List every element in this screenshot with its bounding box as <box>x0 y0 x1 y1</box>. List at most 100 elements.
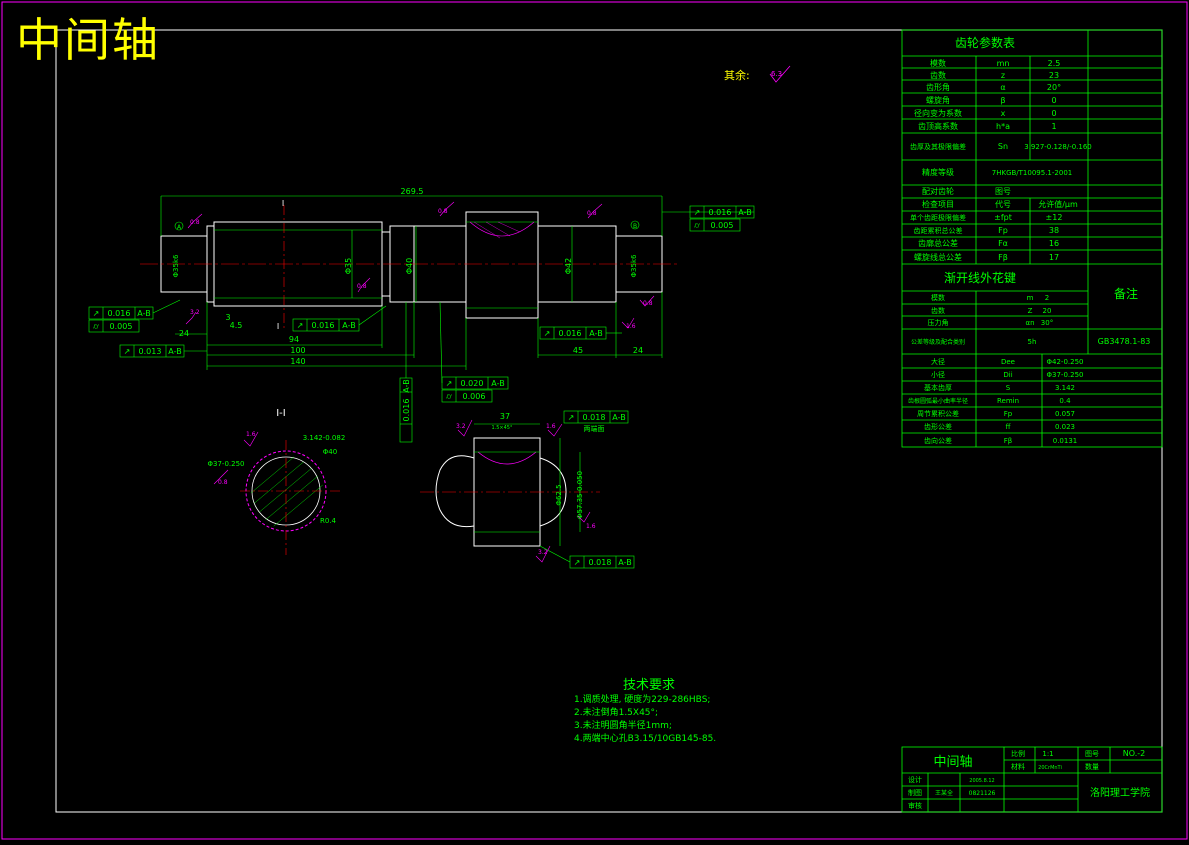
technical-requirements: 技术要求 1.调质处理, 硬度为229-286HBS; 2.未注倒角1.5X45… <box>574 679 724 746</box>
gear-row-symbol: 代号 <box>995 199 1011 209</box>
spline-row-name: 齿数 <box>931 306 945 315</box>
design-date: 2005.8.12 <box>969 778 994 784</box>
section-title: I-I <box>276 408 286 419</box>
roughness-value: 1.6 <box>626 323 636 330</box>
gear-row-value: 17 <box>1049 253 1059 262</box>
rest-roughness-note: 其余: 6.3 <box>724 65 791 83</box>
dim-4-5: 4.5 <box>230 321 243 330</box>
spline-table <box>902 264 1162 447</box>
tol-symbol: ⌭ <box>446 392 452 401</box>
gear-row-value: 16 <box>1049 239 1059 248</box>
gear-row-value: 0 <box>1051 109 1056 118</box>
gear-row-name: 齿厚及其极限偏差 <box>910 142 966 151</box>
tol-datum: A-B <box>342 321 355 330</box>
roughness-icon <box>547 423 563 437</box>
roughness-value: 0.8 <box>218 479 228 486</box>
tol-value: 0.018 <box>589 558 612 567</box>
roughness-icon <box>439 201 455 217</box>
tech-item: 4.两端中心孔B3.15/10GB145-85. <box>574 734 717 744</box>
tol-datum: A-B <box>589 329 602 338</box>
tol-value: 0.006 <box>463 392 486 401</box>
tech-item: 3.未注明圆角半径1mm; <box>574 721 672 731</box>
roughness-value: 3.2 <box>456 423 466 430</box>
tol-symbol: ↗ <box>124 347 131 356</box>
dim-24-left: 24 <box>179 329 189 338</box>
tol-datum: A-B <box>738 208 751 217</box>
tol-value: 0.016 <box>709 208 732 217</box>
datum-a-circle <box>174 221 184 231</box>
spline-row-name: 周节累积公差 <box>917 409 959 418</box>
dim-phi40-section: Φ40 <box>323 448 337 456</box>
gear-row-name: 检查项目 <box>922 199 954 209</box>
tol-datum: A-B <box>137 309 150 318</box>
roughness-symbols: 0.8 0.8 0.8 0.8 0.8 3.2 1.6 <box>185 201 655 330</box>
roughness-icon <box>535 545 551 563</box>
gear-row-symbol: z <box>1001 71 1005 80</box>
roughness-value: 0.8 <box>357 283 367 290</box>
dim-37: 37 <box>500 412 510 421</box>
tech-item: 1.调质处理, 硬度为229-286HBS; <box>574 695 711 705</box>
gear-row-value: 7HKGB/T10095.1-2001 <box>992 169 1072 177</box>
roughness-value: 0.8 <box>438 208 448 215</box>
spline-row-value: 0.057 <box>1055 410 1075 418</box>
tol-value: 0.005 <box>711 221 734 230</box>
tol-symbol: ↗ <box>568 413 575 422</box>
roughness-icon <box>187 213 203 229</box>
dim-45: 45 <box>573 346 583 355</box>
roughness-value: 0.8 <box>190 219 200 226</box>
section-marker: I <box>282 199 284 208</box>
gear-row-symbol: x <box>1001 109 1006 118</box>
gear-row-value: 23 <box>1049 71 1059 80</box>
dim-3: 3 <box>225 313 230 322</box>
gear-row-symbol: h*a <box>996 122 1010 131</box>
datum-markers: A B <box>174 220 640 231</box>
gear-detail-break-left <box>435 455 475 528</box>
design-label: 设计 <box>908 775 922 784</box>
spline-row-value: 20 <box>1043 307 1052 315</box>
dim-spline-s: 3.142-0.082 <box>303 434 346 442</box>
gear-row-value: 20° <box>1047 83 1061 92</box>
tol-symbol: ↗ <box>694 208 701 217</box>
gear-row-name: 螺旋角 <box>926 95 950 105</box>
tol-datum: A-B <box>402 379 411 392</box>
check-label: 审核 <box>908 801 922 810</box>
spline-row-name: 齿向公差 <box>924 436 952 445</box>
gear-row-name: 单个齿距极限偏差 <box>910 213 966 222</box>
gear-row-symbol: Fα <box>998 239 1008 248</box>
section-view-spline: I-I 3.142-0.082 Φ40 R0.4 Φ37-0.250 1.6 0… <box>208 408 346 555</box>
dim-140: 140 <box>290 357 305 366</box>
tol-symbol: ↗ <box>297 321 304 330</box>
spline-row-value: 2 <box>1045 294 1049 302</box>
gear-tooth-profile <box>477 451 537 465</box>
tol-symbol: ↗ <box>574 558 581 567</box>
gear-row-name: 齿数 <box>930 70 946 80</box>
dim-phi40: Φ40 <box>405 258 414 274</box>
dim-phi-end-right: Φ35k6 <box>630 254 638 277</box>
tol-datum: A-B <box>491 379 504 388</box>
tol-symbol: ↗ <box>93 309 100 318</box>
spline-table-remark: 备注 <box>1114 286 1138 301</box>
section-hatch <box>250 456 323 527</box>
dim-phi-end-left: Φ35k6 <box>172 254 180 277</box>
gear-row-symbol: 图号 <box>995 187 1011 196</box>
drawing-no-label: 图号 <box>1085 750 1099 758</box>
title-block <box>901 746 1163 813</box>
spline-row-name: 模数 <box>931 293 945 302</box>
spline-table-title: 渐开线外花键 <box>944 270 1016 285</box>
rest-note-value: 6.3 <box>771 70 782 78</box>
material-label: 材料 <box>1011 762 1025 771</box>
roughness-icon <box>577 511 591 523</box>
gear-row-symbol: β <box>1000 96 1005 105</box>
dim-phi42: Φ42 <box>564 258 573 274</box>
tol-datum: A-B <box>612 413 625 422</box>
datum-a-label: A <box>177 224 182 231</box>
roughness-icon <box>587 203 603 219</box>
gear-parameter-table <box>901 29 1163 448</box>
scale-label: 比例 <box>1011 749 1025 758</box>
rest-note-label: 其余: <box>724 68 750 82</box>
tol-value: 0.016 <box>108 309 131 318</box>
title-block-part-name: 中间轴 <box>933 755 972 770</box>
gear-row-name: 齿廓总公差 <box>918 238 958 248</box>
